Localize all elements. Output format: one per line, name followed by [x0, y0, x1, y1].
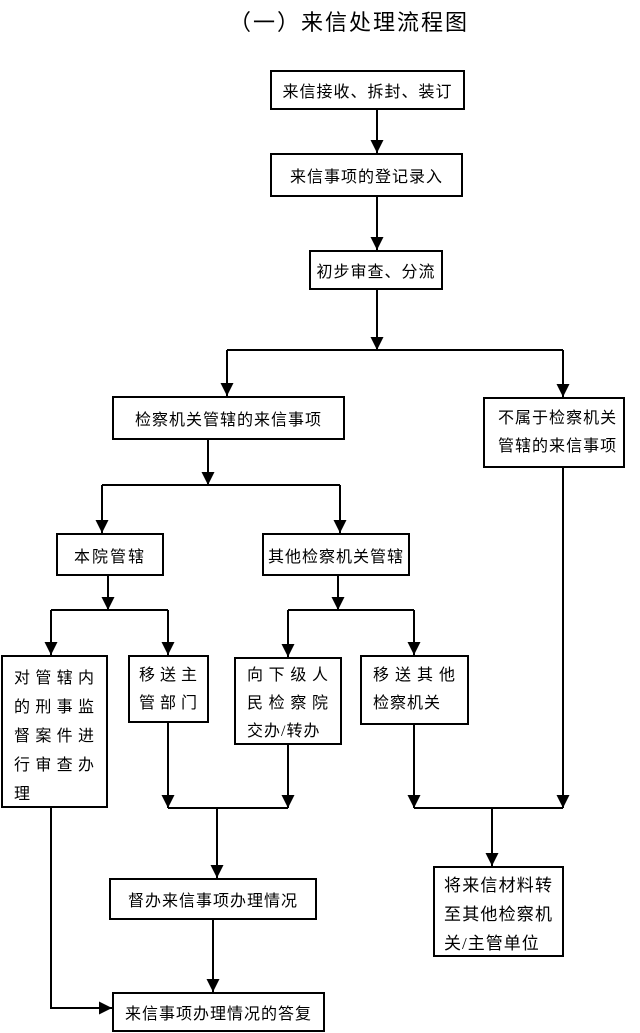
node-own-court-jurisdiction: 本院管辖 [56, 533, 164, 576]
node-label-line: 管部门 [139, 695, 198, 712]
node-label-line: 民检察院 [247, 695, 329, 712]
node-label: 本院管辖 [73, 548, 146, 566]
node-other-procuratorate-jurisdiction: 其他检察机关管辖 [262, 533, 410, 576]
node-label-line: 的刑事监 [14, 699, 95, 716]
page-title: （一）来信处理流程图 [228, 10, 469, 35]
node-supervise-handling: 督办来信事项办理情况 [109, 878, 317, 920]
node-not-under-jurisdiction: 不属于检察机关 管辖的来信事项 [483, 397, 625, 468]
node-label-line: 对管辖内 [14, 670, 95, 687]
node-label: 来信事项的登记录入 [289, 169, 443, 186]
node-label: 其他检察机关管辖 [267, 548, 404, 566]
node-label-line: 向下级人 [247, 667, 329, 684]
node-review-and-handle-criminal-supervision: 对管辖内 的刑事监 督案件进 行审查办 理 [1, 655, 108, 808]
node-receive-letter: 来信接收、拆封、装订 [270, 70, 465, 110]
node-preliminary-screen: 初步审查、分流 [309, 250, 443, 290]
node-label-line: 移送其他 [373, 667, 456, 684]
node-label-line: 移送主 [139, 667, 198, 684]
node-label: 检察机关管辖的来信事项 [134, 412, 322, 429]
node-label-line: 督案件进 [14, 728, 95, 745]
node-reply-handling-result: 来信事项办理情况的答复 [112, 992, 325, 1032]
node-label-line: 理 [14, 786, 32, 803]
node-label-line: 交办/转办 [247, 723, 321, 740]
node-label: 来信接收、拆封、装订 [282, 84, 453, 101]
node-transfer-other-procuratorate: 移送其他 检察机关 [360, 655, 469, 725]
node-label-line: 检察机关 [373, 695, 442, 712]
node-label-line: 不属于检察机关 [498, 410, 618, 427]
node-label: 督办来信事项办理情况 [127, 893, 298, 910]
node-label-line: 将来信材料转 [444, 876, 553, 895]
node-forward-letter-material: 将来信材料转 至其他检察机 关/主管单位 [433, 866, 564, 957]
node-label-line: 关/主管单位 [444, 934, 540, 953]
connector [50, 808, 112, 1015]
node-procuratorial-jurisdiction: 检察机关管辖的来信事项 [112, 396, 345, 440]
node-transfer-competent-department: 移送主 管部门 [128, 655, 209, 723]
node-label-line: 至其他检察机 [444, 905, 553, 924]
node-label: 来信事项办理情况的答复 [124, 1006, 312, 1023]
node-label-line: 行审查办 [14, 757, 95, 774]
node-label-line: 管辖的来信事项 [498, 438, 618, 455]
connector-lines [44, 110, 570, 1015]
node-label: 初步审查、分流 [316, 264, 436, 281]
node-assign-to-lower-procuratorate: 向下级人 民检察院 交办/转办 [234, 657, 342, 745]
node-register-entry: 来信事项的登记录入 [270, 153, 463, 197]
